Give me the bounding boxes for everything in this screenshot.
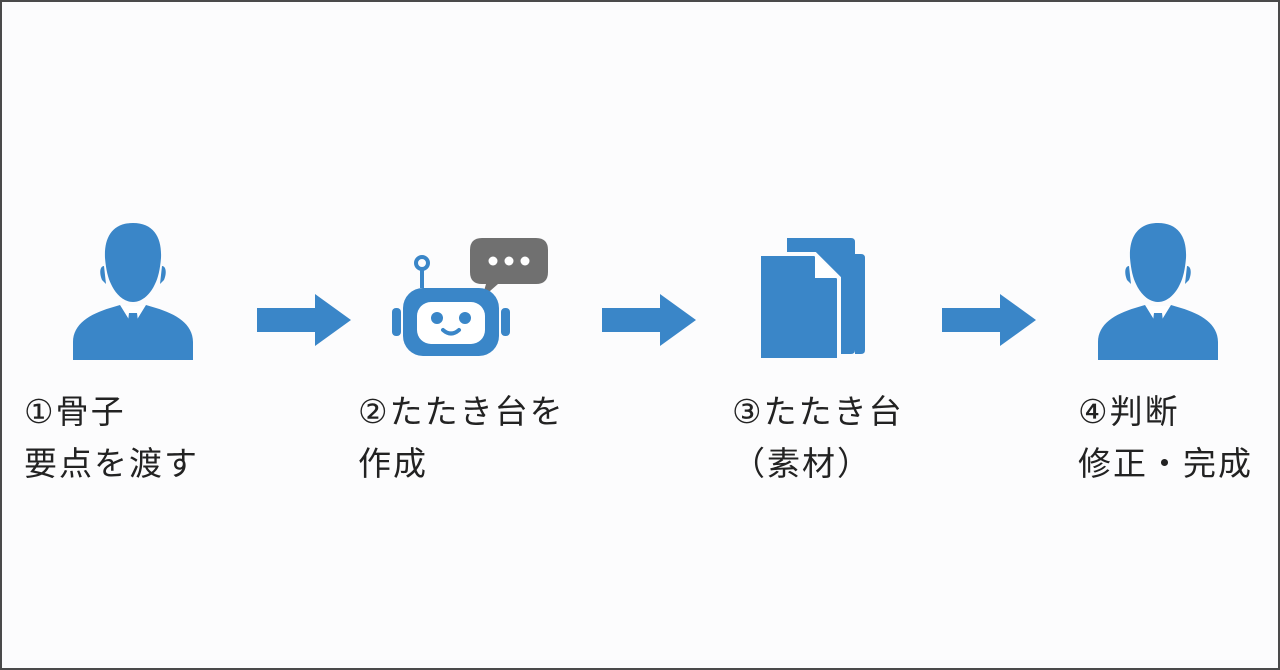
step-4-label-line1: ④判断 [1078,392,1180,431]
step-2-label: ②たたき台を 作成 [358,386,565,490]
step-2-robot-chat-icon [390,230,550,360]
step-3-label-line1: ③たたき台 [732,392,904,431]
step-1-label-line1: ①骨子 [24,392,126,431]
arrow-right-icon [942,294,1036,346]
step-4-label: ④判断 修正・完成 [1078,386,1253,490]
step-2-label-line1: ②たたき台を [358,392,565,431]
step-1-person-icon [70,218,196,364]
step-1-label-line2: 要点を渡す [24,444,199,483]
step-3-label-line2: （素材） [732,444,872,483]
step-3-label: ③たたき台 （素材） [732,386,904,490]
step-1-label: ①骨子 要点を渡す [24,386,199,490]
step-3-documents-icon [757,234,877,364]
arrow-right-icon [257,294,351,346]
step-2-label-line2: 作成 [358,444,428,483]
step-4-label-line2: 修正・完成 [1078,444,1253,483]
arrow-right-icon [602,294,696,346]
step-4-person-icon [1095,218,1221,364]
